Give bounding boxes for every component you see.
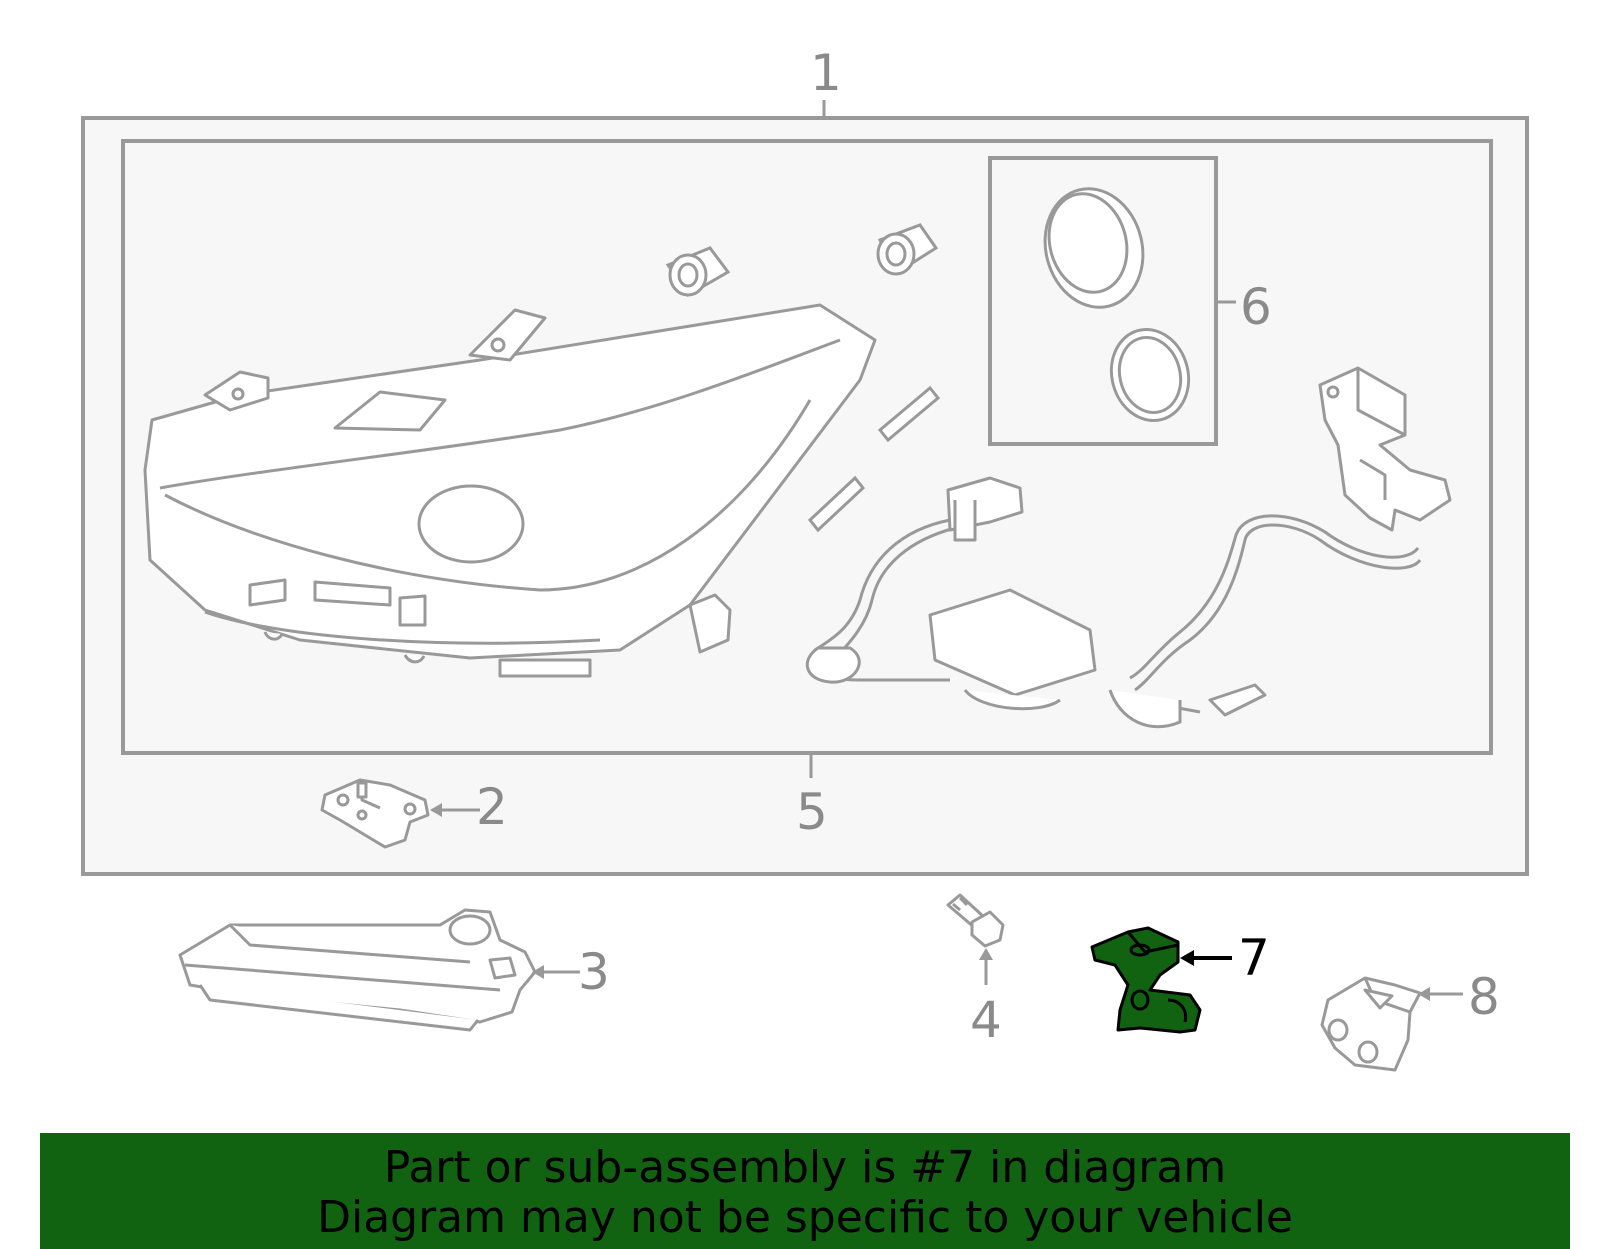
callout-4-arrowhead <box>979 948 993 960</box>
light-strips <box>807 385 941 533</box>
callout-3: 3 <box>578 943 610 1001</box>
callout-3-arrowhead <box>532 965 544 979</box>
part-3-lamp <box>178 908 537 1032</box>
callout-8: 8 <box>1468 968 1500 1026</box>
callout-4: 4 <box>970 991 1002 1049</box>
headlamp-bracket <box>1318 366 1452 532</box>
lamp-caps <box>665 223 939 298</box>
callout-7: 7 <box>1238 929 1270 987</box>
callout-2-arrowhead <box>430 803 442 817</box>
seal-rings <box>1043 187 1191 423</box>
headlamp-housing <box>143 303 877 678</box>
part-4-bolt <box>946 893 1005 948</box>
banner-line-1: Part or sub-assembly is #7 in diagram <box>383 1142 1227 1193</box>
harness-connectors <box>805 476 1267 729</box>
part-7-bracket-highlighted <box>1090 926 1202 1034</box>
callout-5: 5 <box>796 783 828 841</box>
banner-line-2: Diagram may not be specific to your vehi… <box>317 1192 1293 1243</box>
callout-1: 1 <box>810 44 842 102</box>
callout-8-arrowhead <box>1418 987 1430 1001</box>
part-2-bracket <box>320 778 430 849</box>
callout-2: 2 <box>476 778 508 836</box>
wiring-harness <box>810 514 1422 714</box>
part-8-bracket <box>1320 976 1422 1072</box>
info-banner: Part or sub-assembly is #7 in diagram Di… <box>40 1133 1570 1249</box>
callout-6: 6 <box>1240 278 1272 336</box>
callout-7-arrowhead <box>1180 950 1194 966</box>
